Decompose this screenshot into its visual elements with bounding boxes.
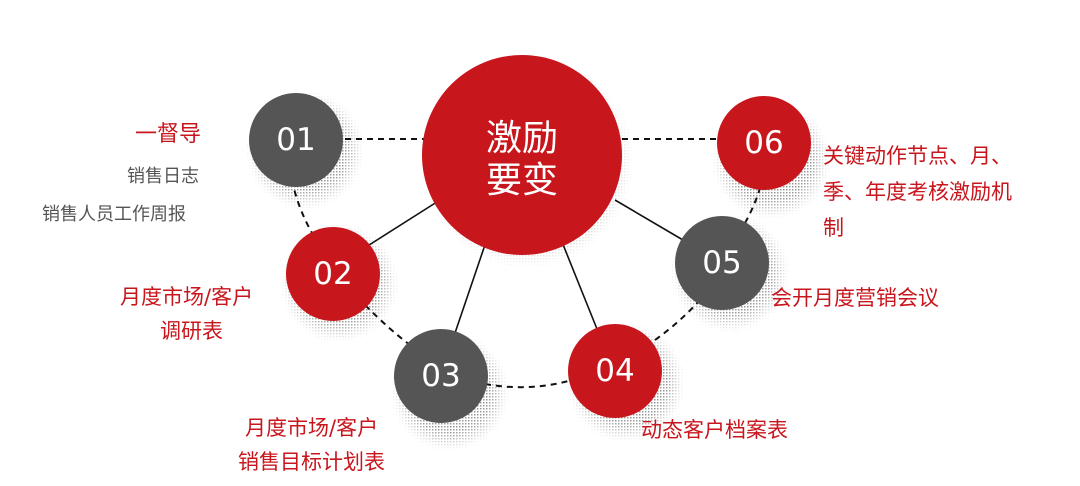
spoke-03 bbox=[454, 235, 489, 334]
label-06-line3: 制 bbox=[823, 216, 844, 240]
connector-04-05 bbox=[654, 299, 701, 341]
node-01-circle bbox=[249, 93, 343, 187]
node-04: 04 bbox=[568, 324, 662, 418]
label-03-line2: 销售目标计划表 bbox=[238, 450, 385, 474]
connector-02-03 bbox=[364, 304, 411, 346]
node-03: 03 bbox=[394, 329, 488, 423]
node-05-circle bbox=[675, 216, 769, 310]
label-06-line1: 关键动作节点、月、 bbox=[823, 144, 1012, 168]
label-01-title: 一督导 bbox=[135, 122, 202, 147]
node-01: 01 bbox=[249, 93, 343, 187]
label-05-line1: 会开月度营销会议 bbox=[771, 286, 939, 310]
label-06-line2: 季、年度考核激励机 bbox=[823, 180, 1012, 204]
connector-03-04 bbox=[484, 379, 573, 389]
label-03-line1: 月度市场/客户 bbox=[245, 416, 379, 440]
center-circle bbox=[422, 55, 622, 255]
spoke-04 bbox=[559, 236, 598, 330]
spoke-02 bbox=[365, 199, 441, 248]
center-node: 激励 要变 bbox=[422, 55, 622, 255]
node-01-number: 01 bbox=[276, 122, 315, 158]
node-06: 06 bbox=[717, 96, 811, 190]
node-02-circle bbox=[286, 227, 380, 321]
center-text-line2: 要变 bbox=[486, 160, 558, 201]
connector-05-06 bbox=[744, 187, 761, 224]
node-02: 02 bbox=[286, 227, 380, 321]
node-03-number: 03 bbox=[421, 358, 460, 394]
label-01-line2: 销售日志 bbox=[127, 166, 199, 187]
node-02-number: 02 bbox=[313, 256, 352, 292]
node-05-number: 05 bbox=[702, 245, 741, 281]
node-05: 05 bbox=[675, 216, 769, 310]
node-04-circle bbox=[568, 324, 662, 418]
node-06-number: 06 bbox=[744, 125, 783, 161]
node-04-number: 04 bbox=[595, 353, 634, 389]
node-06-circle bbox=[717, 96, 811, 190]
label-02-line2: 调研表 bbox=[160, 319, 223, 343]
center-text-line1: 激励 bbox=[486, 118, 558, 159]
label-04-line1: 动态客户档案表 bbox=[641, 418, 788, 442]
spokes bbox=[365, 199, 684, 334]
node-03-circle bbox=[394, 329, 488, 423]
label-01-line3: 销售人员工作周报 bbox=[42, 204, 186, 225]
label-02-line1: 月度市场/客户 bbox=[120, 285, 254, 309]
spoke-05 bbox=[614, 199, 684, 241]
